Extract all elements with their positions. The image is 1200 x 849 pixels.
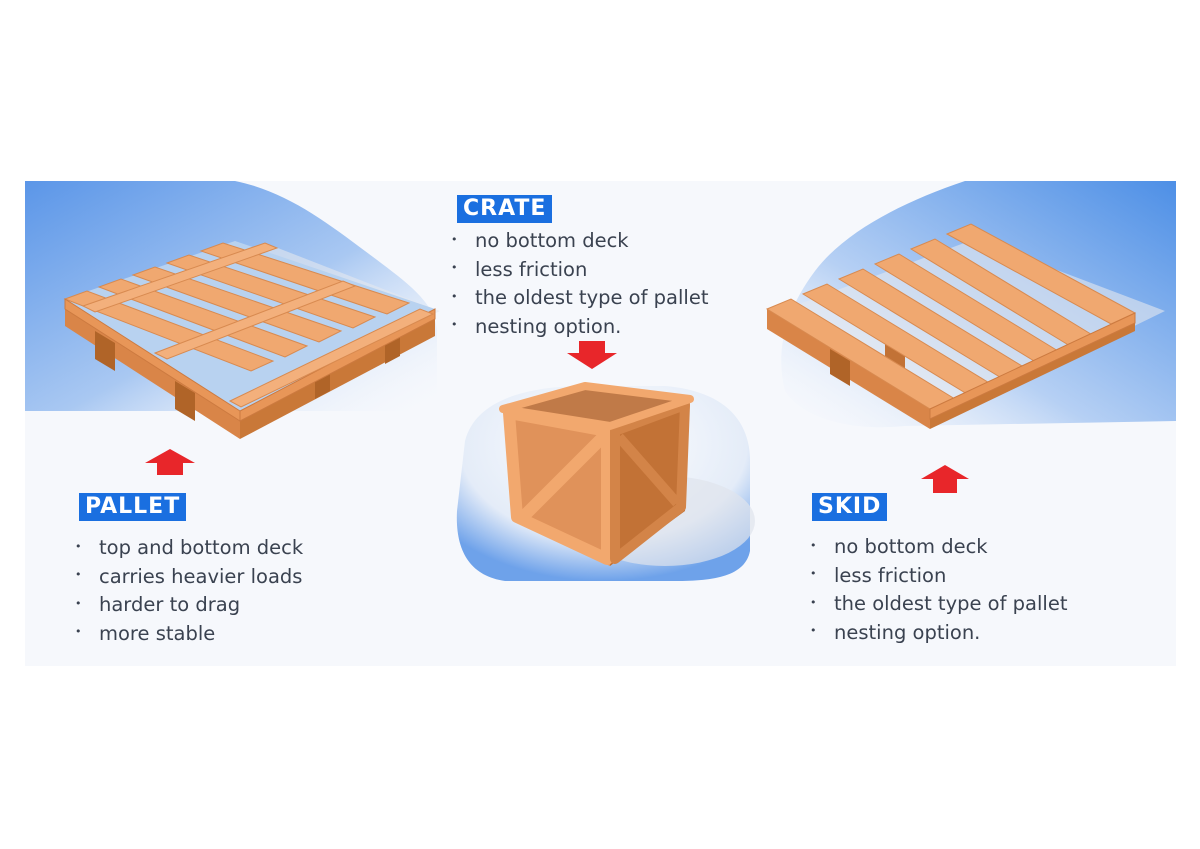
list-item: harder to drag (75, 591, 303, 620)
infographic-panel: CRATE no bottom deck less friction the o… (25, 181, 1176, 666)
skid-bullet-list: no bottom deck less friction the oldest … (810, 533, 1068, 647)
skid-illustration (765, 223, 1165, 429)
arrow-up-icon (145, 449, 195, 475)
crate-bullet-list: no bottom deck less friction the oldest … (451, 227, 709, 341)
list-item: nesting option. (451, 313, 709, 342)
illustration-layer (25, 181, 1176, 581)
list-item: the oldest type of pallet (810, 590, 1068, 619)
list-item: the oldest type of pallet (451, 284, 709, 313)
list-item: more stable (75, 620, 303, 649)
arrow-down-icon (567, 341, 617, 369)
list-item: no bottom deck (810, 533, 1068, 562)
list-item: top and bottom deck (75, 534, 303, 563)
list-item: less friction (451, 256, 709, 285)
list-item: less friction (810, 562, 1068, 591)
list-item: nesting option. (810, 619, 1068, 648)
arrow-up-icon (921, 465, 969, 493)
skid-title: SKID (812, 493, 888, 521)
pallet-bullet-list: top and bottom deck carries heavier load… (75, 534, 303, 648)
crate-title: CRATE (457, 195, 553, 223)
pallet-title: PALLET (79, 493, 187, 521)
list-item: no bottom deck (451, 227, 709, 256)
crate-illustration (499, 382, 755, 566)
pallet-illustration (63, 241, 440, 439)
list-item: carries heavier loads (75, 563, 303, 592)
